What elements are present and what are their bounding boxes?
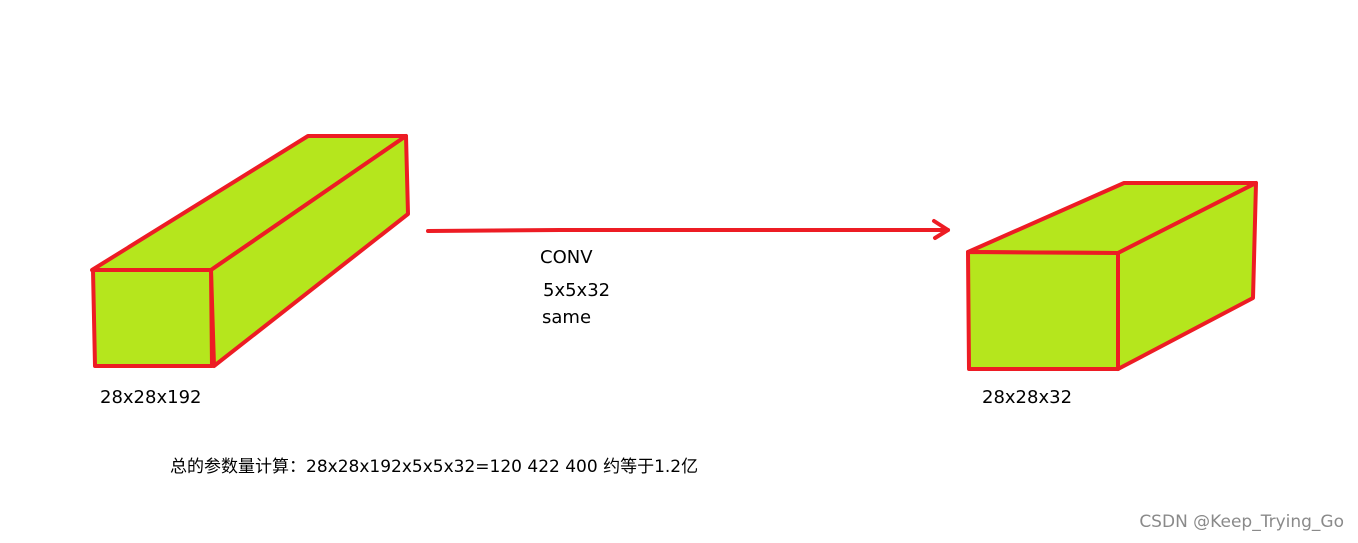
operation-name-label: CONV: [540, 247, 593, 268]
output-block: [966, 181, 1258, 371]
filter-size-label: 5x5x32: [543, 280, 611, 301]
output-block-front-face: [966, 250, 1120, 371]
csdn-watermark: CSDN @Keep_Trying_Go: [1139, 512, 1344, 532]
input-block-front-face: [91, 268, 214, 368]
input-block: [90, 134, 410, 368]
parameter-calculation-text: 总的参数量计算：28x28x192x5x5x32=120 422 400 约等于…: [170, 457, 699, 477]
input-dimensions-label: 28x28x192: [100, 387, 202, 408]
arrow-shaft: [426, 228, 950, 233]
conv-arrow: [426, 219, 950, 240]
padding-label: same: [542, 307, 592, 328]
output-dimensions-label: 28x28x32: [982, 387, 1073, 408]
arrow-head: [932, 219, 950, 240]
